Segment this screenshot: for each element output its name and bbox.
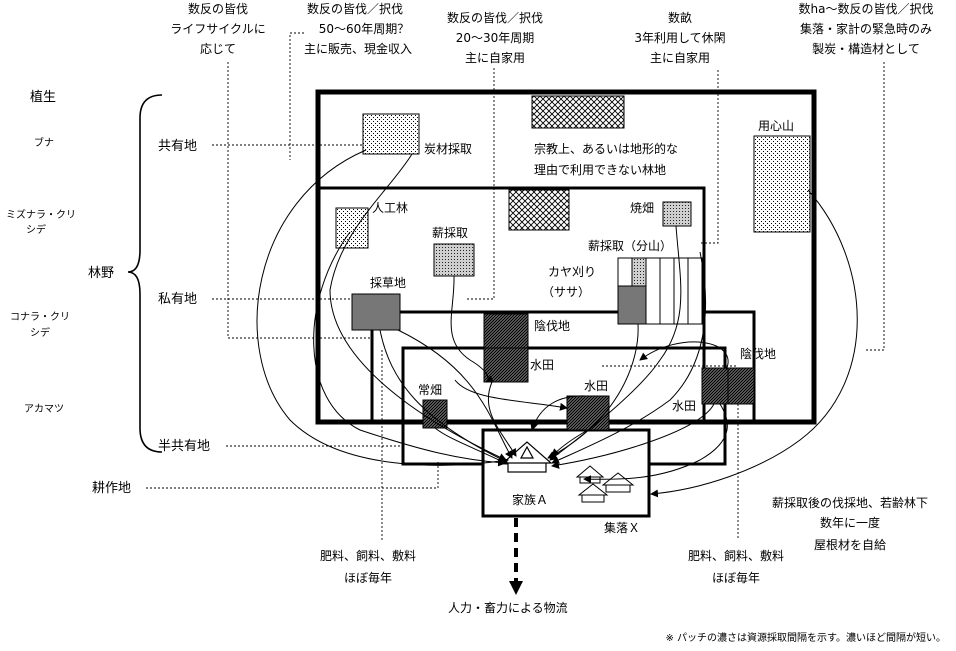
top-note-2: 数反の皆伐／択伐 50〜60年周期？ 主に販売、現金収入 xyxy=(304,1,412,56)
svg-text:集落・家計の緊急時のみ: 集落・家計の緊急時のみ xyxy=(800,21,932,36)
bottom-note-left: 肥料、飼料、敷料 ほぼ毎年 xyxy=(320,548,416,585)
svg-text:数反の皆伐／択伐: 数反の皆伐／択伐 xyxy=(447,10,543,25)
svg-text:主に自家用: 主に自家用 xyxy=(465,50,525,65)
svg-text:数年に一度: 数年に一度 xyxy=(820,515,880,530)
label-firewood-split: 薪採取（分山） xyxy=(588,239,672,253)
label-slash-burn: 焼畑 xyxy=(630,201,654,215)
patch-reserve xyxy=(753,135,811,233)
house-small-3 xyxy=(577,483,609,503)
label-reserve: 用心山 xyxy=(758,119,794,133)
label-paddy-3: 水田 xyxy=(672,399,696,413)
vegetation-header: 植生 xyxy=(30,90,56,105)
label-forest: 林野 xyxy=(88,266,114,281)
leader-note-1 xyxy=(227,62,372,339)
label-plantation: 人工林 xyxy=(372,201,408,215)
patch-grass xyxy=(351,293,401,331)
footnote: ※ パッチの濃さは資源採取間隔を示す。濃いほど間隔が短い。 xyxy=(665,631,946,644)
label-private-land: 私有地 xyxy=(158,292,197,307)
vegetation-konara-line1: コナラ・クリ xyxy=(10,311,70,323)
patch-plantation xyxy=(335,207,369,249)
label-grass: 採草地 xyxy=(370,276,406,290)
vegetation-mizunara-line1: ミズナラ・クリ xyxy=(6,208,76,221)
svg-text:薪採取後の伐採地、若齢林下: 薪採取後の伐採地、若齢林下 xyxy=(772,495,928,510)
label-village-x: 集落Ｘ xyxy=(604,520,640,535)
patch-hatch-small xyxy=(508,189,570,231)
patch-slash-burn xyxy=(662,201,692,227)
label-common-land: 共有地 xyxy=(158,139,197,154)
patch-paddy-2 xyxy=(566,395,610,431)
label-kaya-line2: （ササ） xyxy=(542,285,590,299)
settlement-frame xyxy=(481,428,651,518)
svg-text:50〜60年周期？: 50〜60年周期？ xyxy=(319,22,410,36)
leader-note-4 xyxy=(700,70,719,244)
label-firewood: 薪採取 xyxy=(432,226,468,240)
connector-farmland xyxy=(146,462,439,489)
patch-charcoal xyxy=(362,113,420,155)
svg-text:応じて: 応じて xyxy=(200,42,236,56)
semi-common-frame xyxy=(370,310,756,424)
svg-text:ライフサイクルに: ライフサイクルに xyxy=(170,22,265,36)
label-semi-common-land: 半共有地 xyxy=(158,439,210,454)
svg-text:3年利用して休閑: 3年利用して休閑 xyxy=(634,31,725,45)
split-forest-strips xyxy=(617,257,703,325)
vegetation-mizunara-line2: シデ xyxy=(26,223,46,236)
svg-text:肥料、飼料、敷料: 肥料、飼料、敷料 xyxy=(320,548,416,563)
svg-text:ほぼ毎年: ほぼ毎年 xyxy=(712,570,760,585)
svg-text:主に販売、現金収入: 主に販売、現金収入 xyxy=(304,41,412,56)
label-shade-cut-2: 陰伐地 xyxy=(740,347,776,361)
label-charcoal: 炭材採取 xyxy=(424,142,472,156)
vegetation-red-pine: アカマツ xyxy=(24,403,64,415)
leader-note-5 xyxy=(864,62,885,351)
svg-text:ほぼ毎年: ほぼ毎年 xyxy=(344,570,392,585)
patch-shade-cut-1 xyxy=(483,313,529,349)
label-religious-line1: 宗教上、あるいは地形的な xyxy=(534,141,678,156)
leader-note-3 xyxy=(466,68,495,300)
vegetation-beech: ブナ xyxy=(34,136,54,149)
bottom-note-mid: 肥料、飼料、敷料 ほぼ毎年 xyxy=(688,548,784,585)
svg-text:数反の皆伐／択伐: 数反の皆伐／択伐 xyxy=(307,1,403,16)
label-religious-line2: 理由で利用できない林地 xyxy=(534,163,666,177)
leader-note-2 xyxy=(289,32,304,160)
label-paddy-1: 水田 xyxy=(530,358,554,372)
patch-firewood xyxy=(433,243,475,277)
label-kaya-line1: カヤ刈り xyxy=(548,265,596,279)
svg-text:屋根材を自給: 屋根材を自給 xyxy=(814,538,886,552)
patch-shade-cut-2 xyxy=(727,367,755,405)
label-family-a: 家族Ａ xyxy=(512,492,548,507)
label-upland: 常畑 xyxy=(418,383,442,397)
label-paddy-2: 水田 xyxy=(584,379,608,393)
svg-text:肥料、飼料、敷料: 肥料、飼料、敷料 xyxy=(688,548,784,563)
patch-upland xyxy=(422,399,448,429)
vegetation-konara-line2: シデ xyxy=(30,326,50,339)
top-note-5: 数ha〜数反の皆伐／択伐 集落・家計の緊急時のみ 製炭・構造材として xyxy=(799,1,934,56)
bottom-note-right: 薪採取後の伐採地、若齢林下 数年に一度 屋根材を自給 xyxy=(772,495,928,552)
svg-text:製炭・構造材として: 製炭・構造材として xyxy=(812,42,920,56)
svg-text:数反の皆伐: 数反の皆伐 xyxy=(188,1,248,16)
patch-paddy-1 xyxy=(483,347,529,383)
svg-text:数畝: 数畝 xyxy=(668,10,692,25)
label-transport: 人力・畜力による物流 xyxy=(448,600,568,615)
forest-brace xyxy=(127,94,163,453)
svg-text:20〜30年周期: 20〜30年周期 xyxy=(456,31,535,45)
patch-paddy-3 xyxy=(701,367,729,405)
patch-religious xyxy=(531,95,625,129)
top-note-4: 数畝 3年利用して休閑 主に自家用 xyxy=(634,10,725,65)
label-farmland: 耕作地 xyxy=(92,480,131,496)
label-shade-cut-1: 陰伐地 xyxy=(534,319,570,333)
top-note-1: 数反の皆伐 ライフサイクルに 応じて xyxy=(170,1,265,56)
svg-text:主に自家用: 主に自家用 xyxy=(650,50,710,65)
svg-text:数ha〜数反の皆伐／択伐: 数ha〜数反の皆伐／択伐 xyxy=(799,1,934,16)
flow-arrows xyxy=(256,149,858,498)
top-note-3: 数反の皆伐／択伐 20〜30年周期 主に自家用 xyxy=(447,10,543,65)
